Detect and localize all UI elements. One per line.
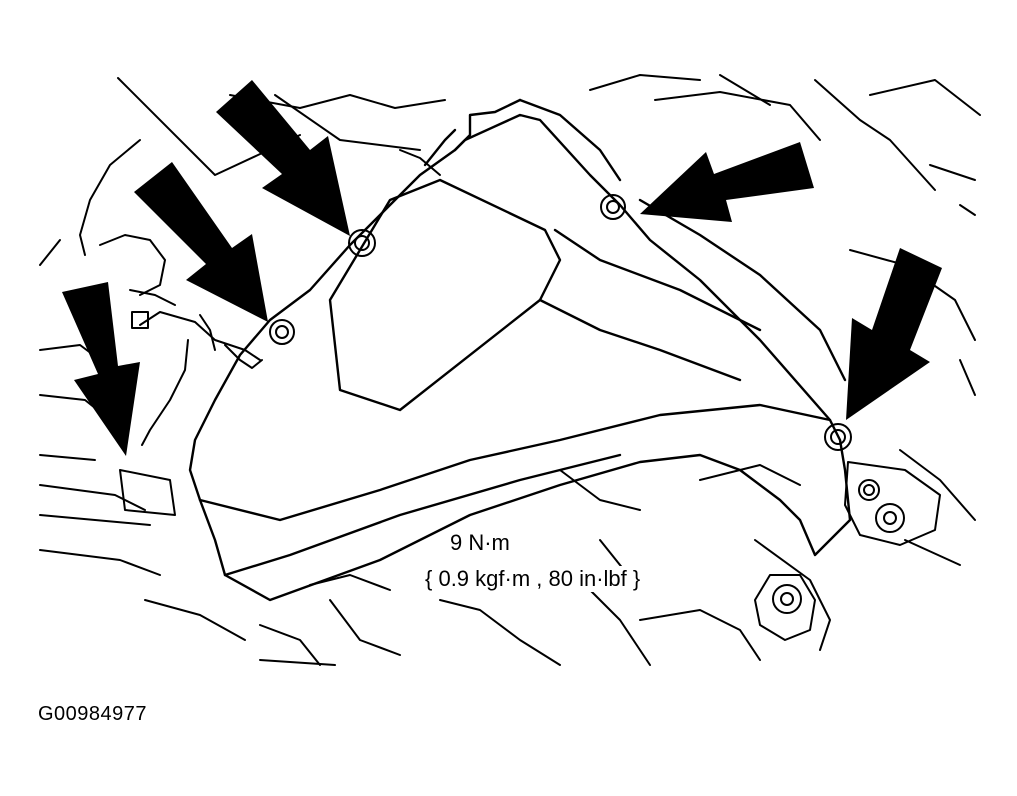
- pointer-arrow-5: [846, 248, 942, 420]
- bolt-left: [269, 319, 295, 345]
- mount-holes: [772, 479, 905, 614]
- figure-id: G00984977: [38, 703, 148, 725]
- torque-spec-nm: 9 N·m: [448, 530, 512, 556]
- background-components: [39, 74, 981, 666]
- torque-spec-alternate: { 0.9 kgf·m , 80 in·lbf }: [423, 566, 643, 592]
- pointer-arrow-1: [216, 80, 350, 236]
- bolt-top-right: [600, 194, 626, 220]
- pointer-arrow-3: [62, 282, 140, 456]
- pointer-arrow-2: [134, 162, 268, 322]
- pointer-arrow-4: [640, 142, 814, 222]
- bolt-right: [824, 423, 852, 451]
- wire-harness: [129, 289, 263, 446]
- bolt-top-left: [348, 229, 376, 257]
